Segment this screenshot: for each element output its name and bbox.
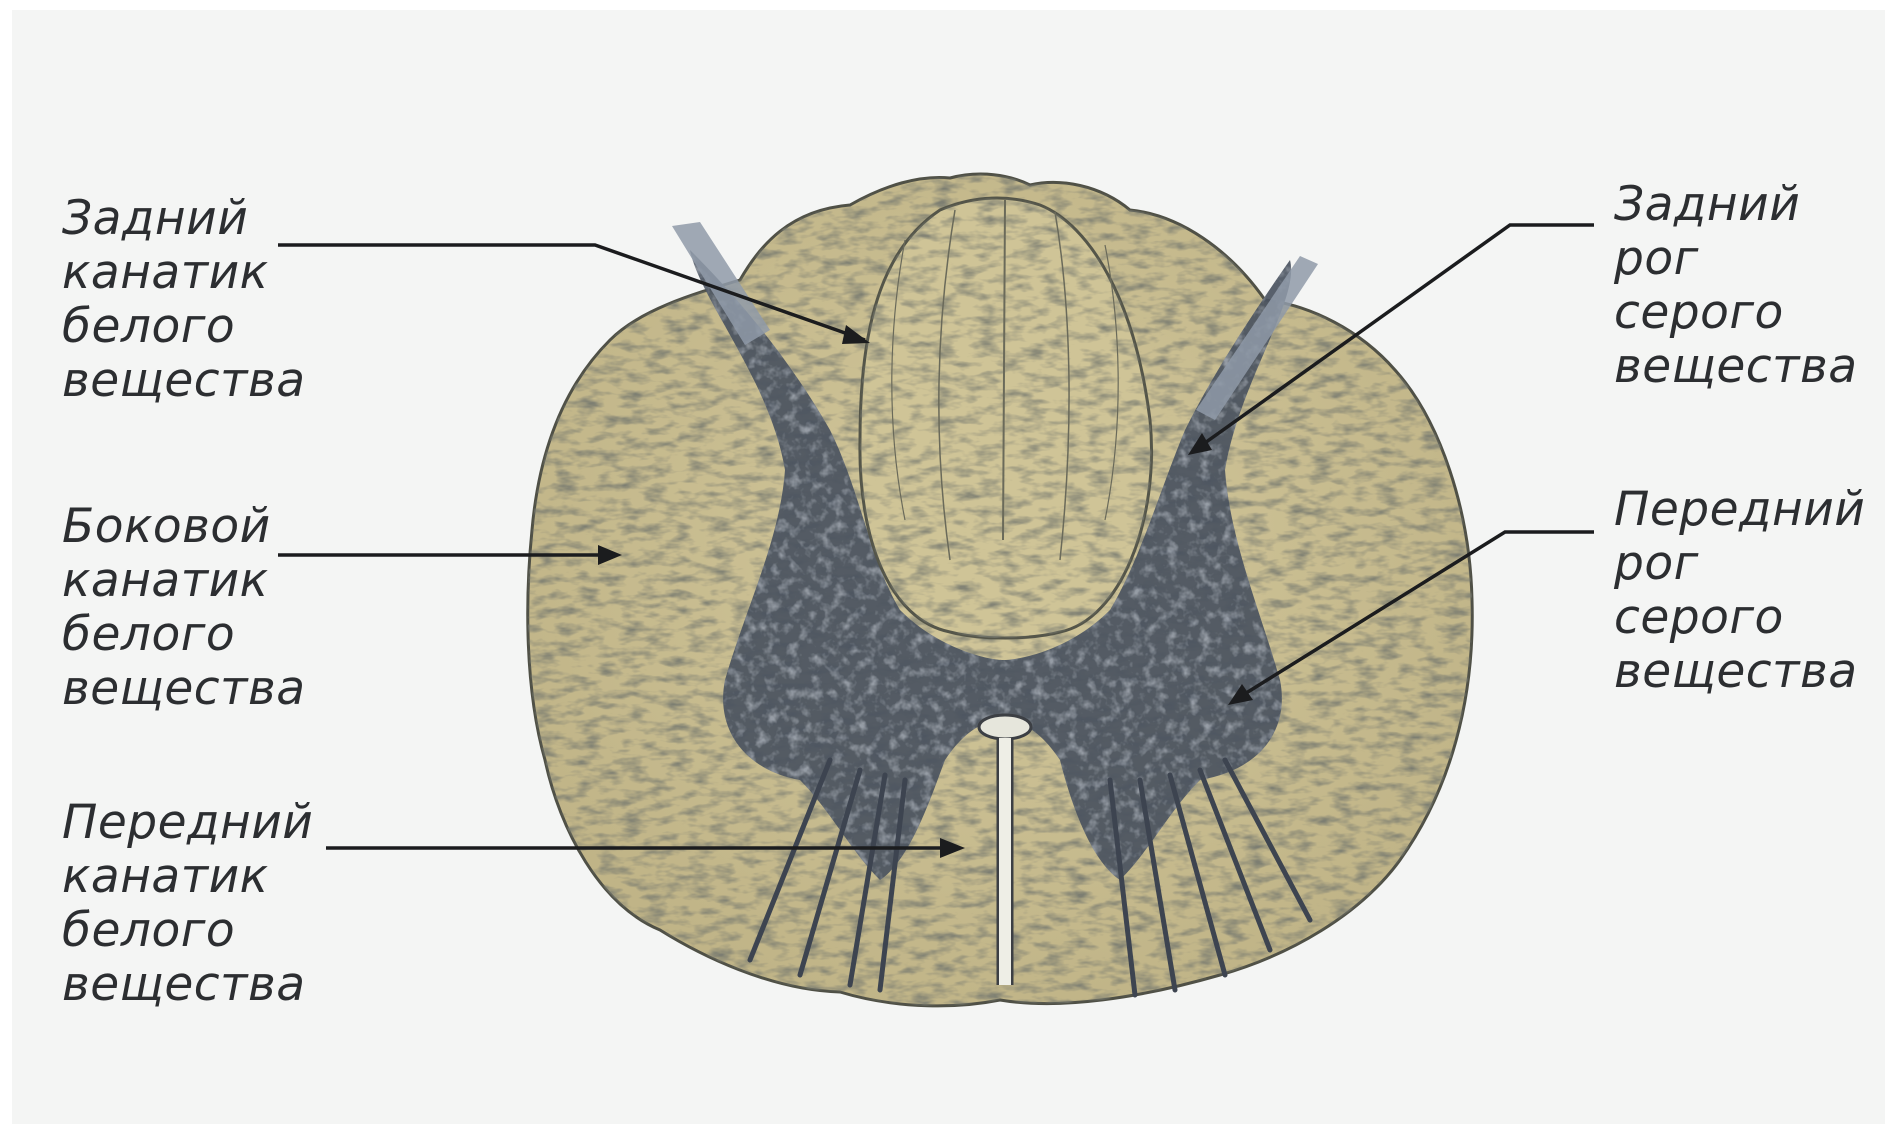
label-line: канатик: [62, 850, 313, 904]
label-line: рог: [1614, 537, 1865, 591]
label-line: серого: [1614, 591, 1865, 645]
label-line: вещества: [62, 662, 306, 716]
label-line: серого: [1614, 286, 1858, 340]
label-line: Передний: [1614, 483, 1865, 537]
label-line: вещества: [62, 354, 306, 408]
label-line: канатик: [62, 554, 306, 608]
label-lateral-funiculus: Боковой канатик белого вещества: [62, 500, 306, 716]
label-line: Передний: [62, 796, 313, 850]
label-line: белого: [62, 904, 313, 958]
label-line: Задний: [62, 192, 306, 246]
label-line: белого: [62, 608, 306, 662]
label-line: белого: [62, 300, 306, 354]
label-posterior-funiculus: Задний канатик белого вещества: [62, 192, 306, 408]
label-line: вещества: [1614, 340, 1858, 394]
label-line: вещества: [1614, 645, 1865, 699]
label-anterior-horn: Передний рог серого вещества: [1614, 483, 1865, 699]
label-line: Задний: [1614, 178, 1858, 232]
label-line: вещества: [62, 958, 313, 1012]
label-posterior-horn: Задний рог серого вещества: [1614, 178, 1858, 394]
label-anterior-funiculus: Передний канатик белого вещества: [62, 796, 313, 1012]
fissure-gap: [999, 738, 1011, 985]
label-line: Боковой: [62, 500, 306, 554]
central-canal-opening: [979, 715, 1031, 739]
label-line: рог: [1614, 232, 1858, 286]
label-line: канатик: [62, 246, 306, 300]
